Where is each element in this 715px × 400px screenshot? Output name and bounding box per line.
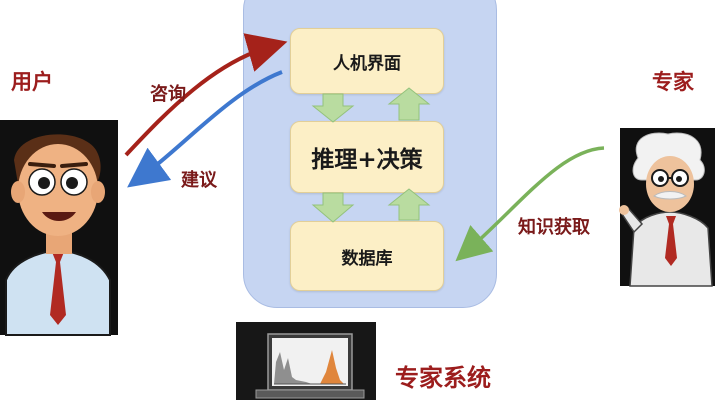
down-arrow-inference-to-database [311, 192, 355, 223]
laptop-icon [255, 333, 365, 399]
user-avatar-icon [5, 134, 111, 336]
consult-label: 咨询 [150, 84, 186, 105]
laptop-illustration [236, 322, 376, 400]
module-inference-decision: 推理+决策 [290, 121, 444, 193]
user-illustration [0, 120, 118, 336]
knowledge-acquisition-arrow [455, 146, 605, 262]
advice-label: 建议 [181, 170, 217, 191]
consult-arrow [124, 33, 288, 157]
expert-illustration [619, 128, 715, 287]
module-label: 人机界面 [333, 53, 401, 74]
module-database: 数据库 [290, 221, 444, 291]
knowledge-acquisition-label: 知识获取 [518, 217, 590, 238]
module-human-machine-interface: 人机界面 [290, 28, 444, 94]
expert-avatar-icon [619, 132, 713, 287]
module-label: 数据库 [341, 248, 393, 269]
expert-label: 专家 [652, 70, 694, 94]
down-arrow-interface-to-inference [311, 93, 355, 123]
user-label: 用户 [11, 70, 53, 94]
advice-arrow [127, 70, 283, 188]
up-arrow-database-to-inference [387, 188, 431, 221]
expert-system-caption: 专家系统 [395, 364, 491, 392]
module-label: 推理+决策 [311, 147, 423, 173]
up-arrow-inference-to-interface [387, 87, 431, 121]
